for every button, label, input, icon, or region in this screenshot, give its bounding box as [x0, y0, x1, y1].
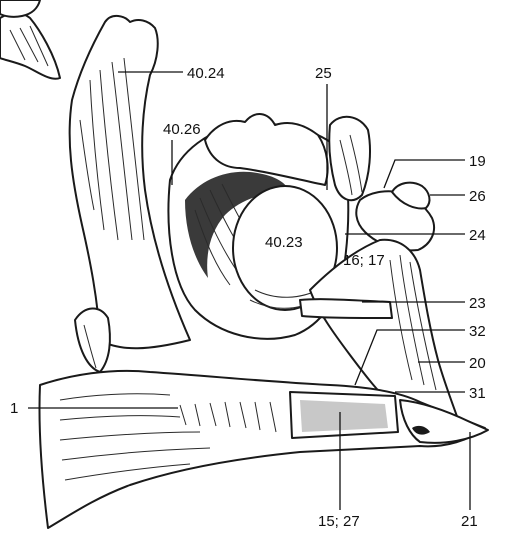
leader-19 [384, 160, 465, 188]
label-1: 1 [10, 400, 18, 417]
label-26: 26 [469, 188, 486, 205]
label-19: 19 [469, 153, 486, 170]
label-40-24: 40.24 [187, 65, 225, 82]
label-21: 21 [461, 513, 478, 530]
label-23: 23 [469, 295, 486, 312]
label-40-23: 40.23 [265, 234, 303, 251]
label-24: 24 [469, 227, 486, 244]
label-25: 25 [315, 65, 332, 82]
label-20: 20 [469, 355, 486, 372]
label-32: 32 [469, 323, 486, 340]
label-15-27: 15; 27 [318, 513, 360, 530]
label-40-26: 40.26 [163, 121, 201, 138]
top-left-fragment [0, 0, 60, 79]
label-16-17: 16; 17 [343, 252, 385, 269]
label-31: 31 [469, 385, 486, 402]
